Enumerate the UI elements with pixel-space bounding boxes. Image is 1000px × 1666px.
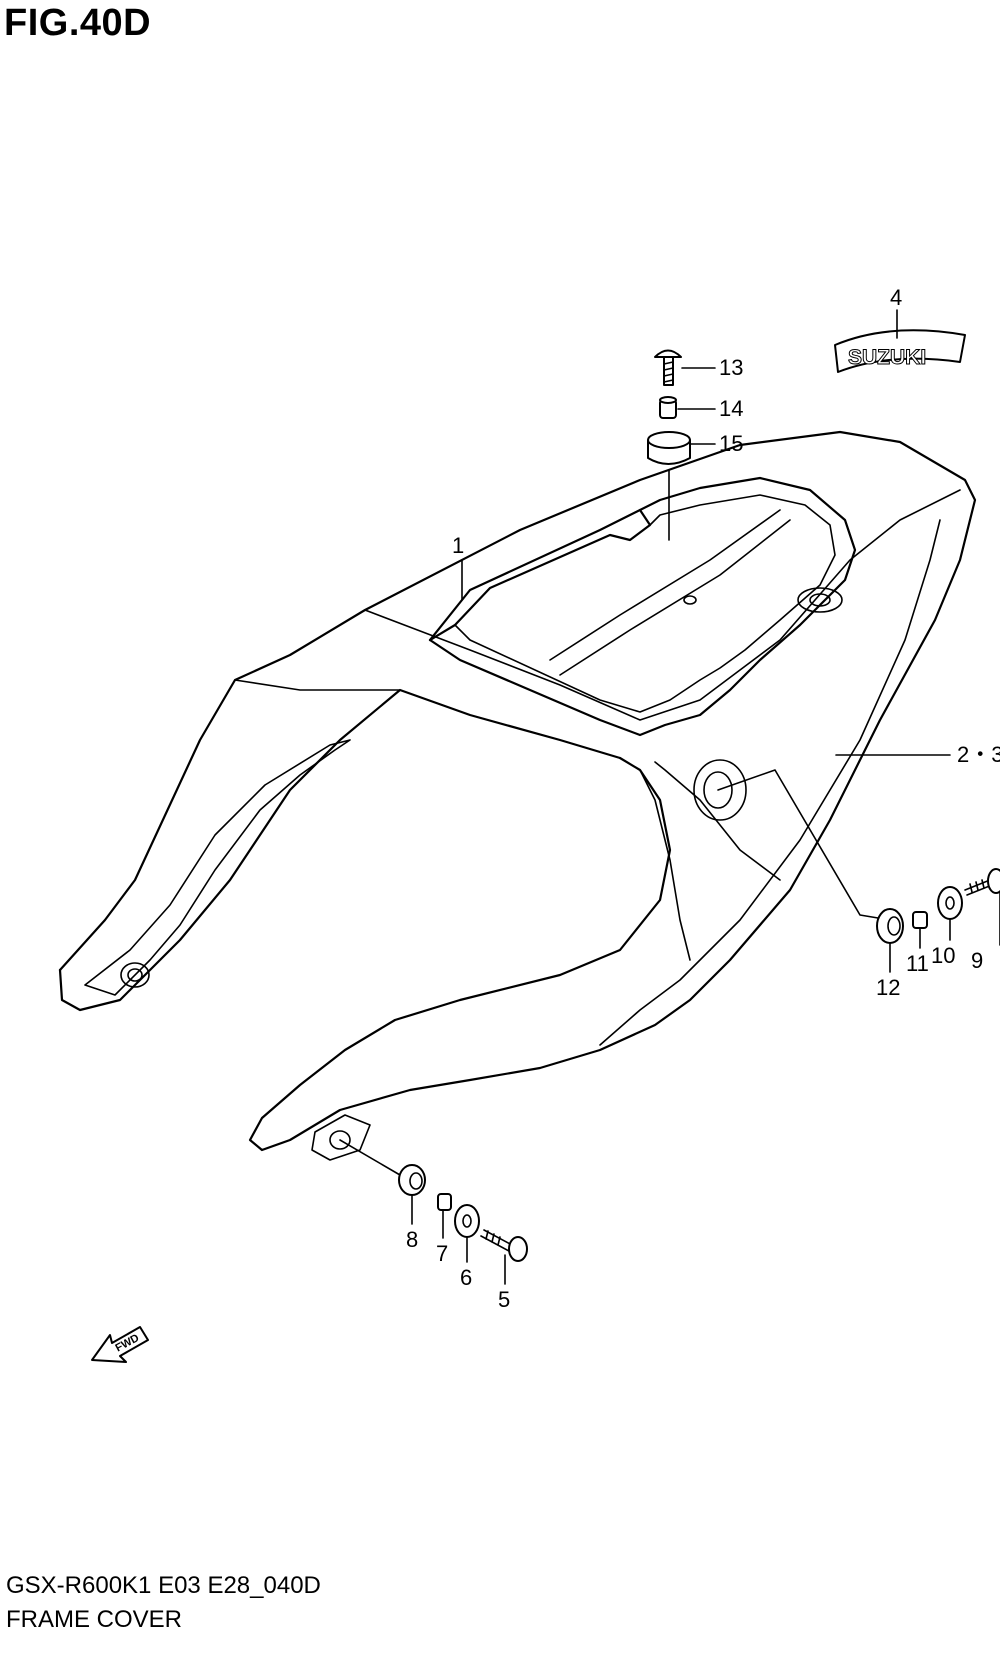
callout-10: 10 [931, 943, 955, 968]
suzuki-logo-text: SUZUKI [848, 346, 926, 369]
figure-title: FIG.40D [4, 2, 152, 44]
callout-6: 6 [460, 1265, 472, 1290]
footer-section-name: FRAME COVER [6, 1606, 183, 1633]
callout-leaders [411, 309, 1000, 1285]
top-fasteners [647, 349, 691, 541]
callout-2-3: 2・3 [957, 742, 1000, 767]
suzuki-emblem: SUZUKI [834, 329, 966, 373]
callout-13: 13 [719, 355, 743, 380]
callout-7: 7 [436, 1241, 448, 1266]
callout-9: 9 [971, 948, 983, 973]
callout-8: 8 [406, 1227, 418, 1252]
callout-1: 1 [452, 533, 464, 558]
callout-15: 15 [719, 431, 743, 456]
right-side-fasteners [717, 769, 1000, 944]
lower-fasteners [339, 1139, 528, 1262]
callout-14: 14 [719, 396, 743, 421]
callout-4: 4 [890, 285, 902, 310]
frame-cover-body [58, 430, 977, 1161]
footer-model-code: GSX-R600K1 E03 E28_040D [6, 1572, 321, 1599]
fwd-arrow-icon: FWD [91, 1326, 149, 1363]
callout-11: 11 [906, 951, 929, 976]
callout-5: 5 [498, 1287, 510, 1312]
callout-12: 12 [876, 975, 900, 1000]
callout-labels: 1 2・3 4 5 6 7 8 9 10 11 12 13 14 15 [406, 285, 1000, 1312]
